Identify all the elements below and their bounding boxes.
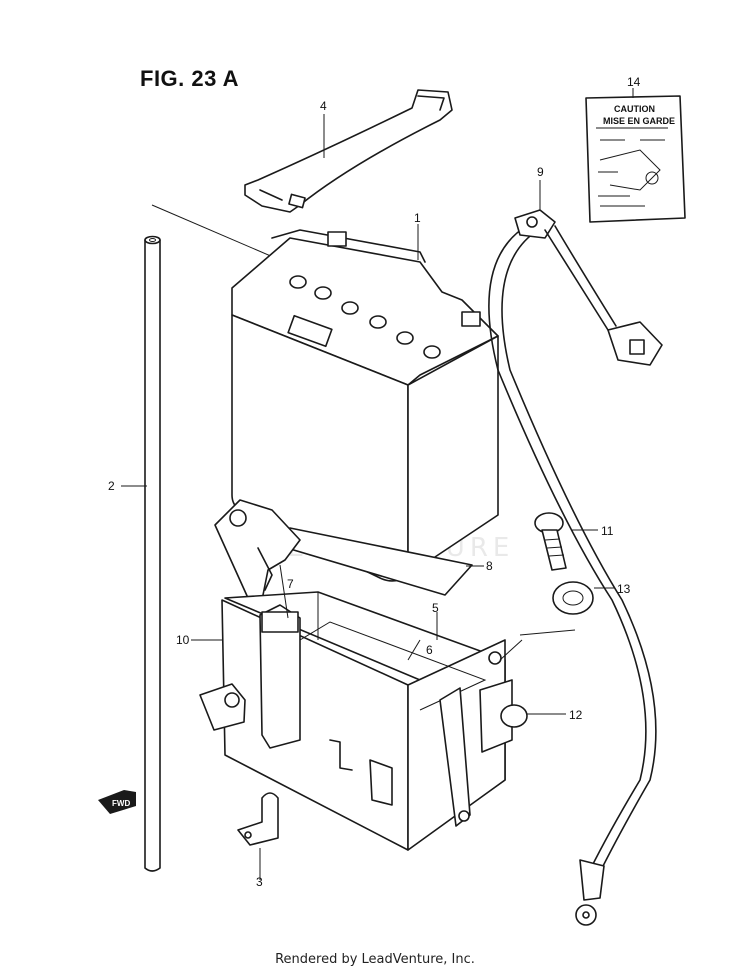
part-3-clip <box>237 792 279 846</box>
callout-2: 2 <box>108 479 115 493</box>
part-9-cable <box>488 209 663 926</box>
footer-credit: Rendered by LeadVenture, Inc. <box>275 952 475 967</box>
callout-14: 14 <box>627 75 641 89</box>
mise-en-garde-text: MISE EN GARDE <box>603 116 675 126</box>
part-14-caution-label: CAUTION MISE EN GARDE <box>585 88 686 223</box>
callout-7: 7 <box>287 577 294 591</box>
figure-title: FIG. 23 A <box>140 66 240 91</box>
callout-13: 13 <box>617 582 631 596</box>
callout-8: 8 <box>486 559 493 573</box>
part-2-tube <box>144 204 281 872</box>
callouts: 4 1 2 3 10 9 14 11 13 12 8 5 6 7 <box>108 75 641 889</box>
fwd-marker: FWD <box>98 790 136 814</box>
callout-12: 12 <box>569 708 583 722</box>
part-13-grommet <box>552 581 594 615</box>
fwd-text: FWD <box>112 799 130 808</box>
battery-caps <box>289 275 441 359</box>
part-10-case <box>199 499 513 851</box>
callout-11: 11 <box>601 524 614 538</box>
part-11-bolt <box>534 512 567 571</box>
callout-9: 9 <box>537 165 544 179</box>
part-12-cushion <box>500 704 528 728</box>
leader-lines <box>121 114 614 880</box>
callout-4: 4 <box>320 99 327 113</box>
callout-1: 1 <box>414 211 421 225</box>
callout-10: 10 <box>176 633 190 647</box>
callout-3: 3 <box>256 875 263 889</box>
callout-6: 6 <box>426 643 433 657</box>
part-4-strap <box>244 89 453 213</box>
assembly-lines <box>279 564 576 661</box>
caution-text: CAUTION <box>614 104 655 114</box>
callout-5: 5 <box>432 601 439 615</box>
